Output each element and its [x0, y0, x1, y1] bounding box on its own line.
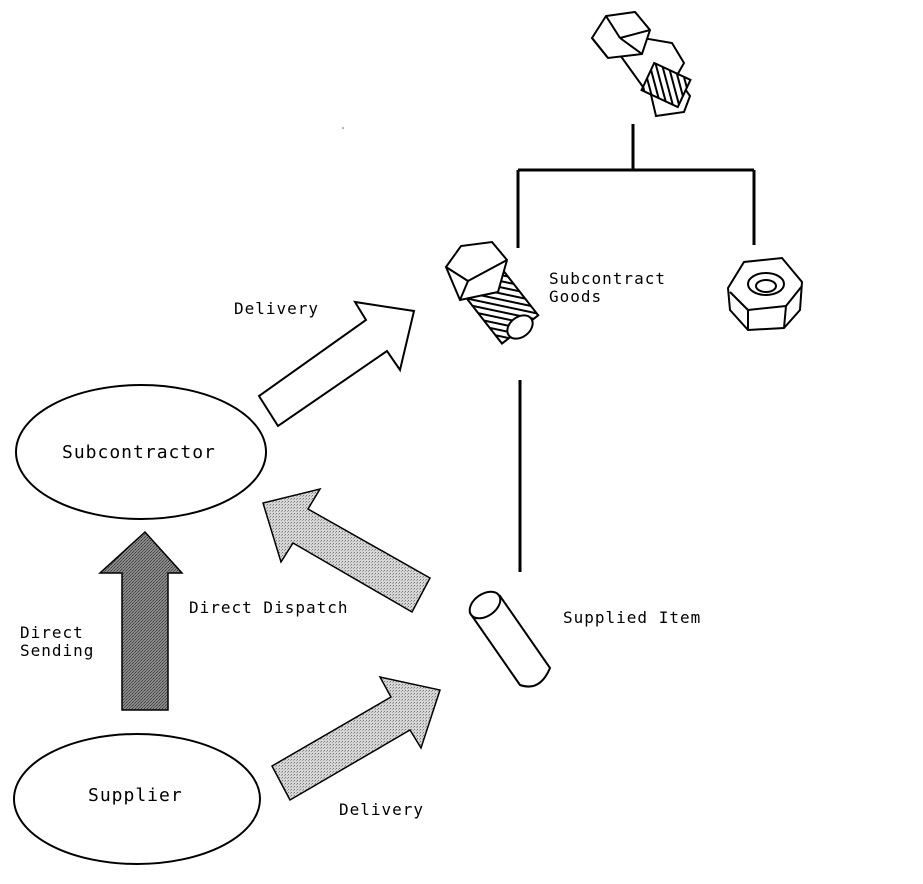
- bolt-and-nut-assembly-icon: [590, 10, 692, 118]
- direct-dispatch-label: Direct Dispatch: [189, 598, 349, 617]
- supplied-item-label: Supplied Item: [563, 608, 702, 627]
- delivery-bottom-arrow: [270, 675, 441, 802]
- cylinder-pin-icon: [468, 590, 552, 688]
- supplier-label: Supplier: [88, 785, 183, 806]
- direct-sending-label-line1: Direct: [20, 623, 84, 642]
- delivery-top-label: Delivery: [234, 299, 320, 318]
- subcontract-goods-label-line1: Subcontract: [549, 269, 666, 288]
- direct-sending-arrow: [98, 530, 184, 711]
- direct-dispatch-arrow: [262, 487, 432, 614]
- delivery-bottom-label: Delivery: [339, 800, 425, 819]
- subcontractor-label: Subcontractor: [62, 442, 216, 463]
- subcontract-goods-label-line2: Goods: [549, 287, 603, 306]
- bom-tree-connector: [516, 124, 756, 248]
- hex-nut-icon: [726, 256, 804, 332]
- subcontractor-node: [15, 384, 267, 520]
- bolt-icon: [444, 240, 540, 345]
- delivery-top-arrow: [257, 300, 416, 428]
- direct-sending-label-line2: Sending: [20, 641, 95, 660]
- supplier-node: [13, 733, 261, 865]
